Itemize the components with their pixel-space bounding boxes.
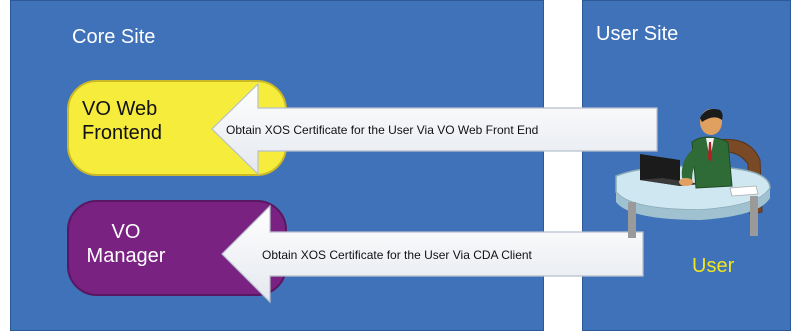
user-label: User xyxy=(692,255,735,277)
arrow-web-frontend xyxy=(211,82,658,176)
user-at-computer-icon xyxy=(615,109,771,238)
vo-manager-label: VO Manager xyxy=(86,221,166,267)
arrow-web-frontend-text: Obtain XOS Certificate for the User Via … xyxy=(226,123,539,137)
vo-web-frontend-label: VO Web Frontend xyxy=(82,98,163,144)
user-site-title: User Site xyxy=(596,23,679,45)
core-site-title: Core Site xyxy=(72,26,156,48)
arrow-cda-client xyxy=(221,204,644,304)
arrow-cda-client-text: Obtain XOS Certificate for the User Via … xyxy=(262,248,532,262)
